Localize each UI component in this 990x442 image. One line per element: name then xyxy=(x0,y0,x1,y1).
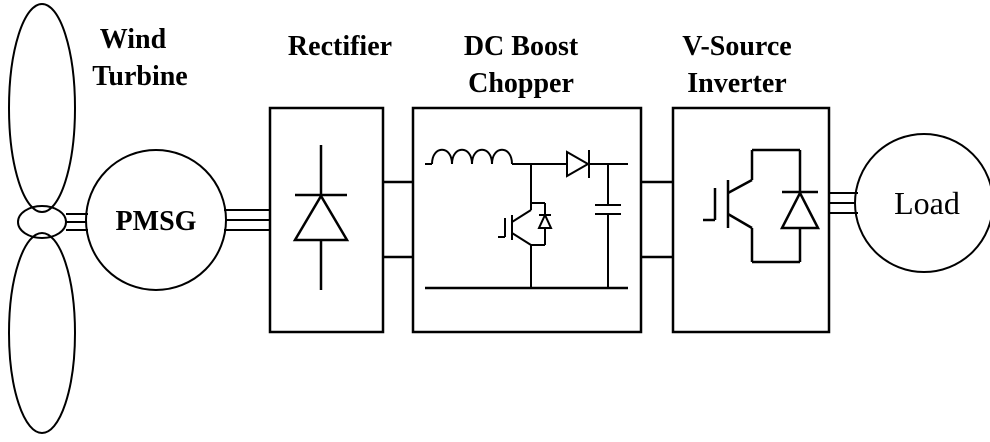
dc-boost-title-line1: DC Boost xyxy=(464,31,579,62)
vsi-title-line1: V-Source xyxy=(682,31,791,62)
inductor-symbol xyxy=(431,148,513,165)
upper-blade xyxy=(8,3,76,213)
inverter-switch-symbol xyxy=(703,148,821,264)
boost-diode-symbol xyxy=(566,150,591,178)
pmsg-label: PMSG xyxy=(116,206,197,237)
wind-turbine-blades xyxy=(8,3,76,434)
lower-blade xyxy=(8,232,76,434)
dc-boost-title-line2: Chopper xyxy=(468,68,574,99)
load-circle xyxy=(854,133,990,273)
wind-turbine-title-line1: Wind xyxy=(100,24,167,55)
vsi-title-line2: Inverter xyxy=(687,68,787,99)
pmsg-to-rectifier-lines xyxy=(224,209,270,231)
boost-circuit xyxy=(425,148,628,290)
inverter-to-load-lines xyxy=(829,192,858,214)
rectifier-to-boost-lines xyxy=(383,180,413,259)
turbine-shaft xyxy=(66,213,88,231)
rectifier-diode-symbol xyxy=(292,145,350,290)
rectifier-title: Rectifier xyxy=(288,31,392,62)
load-label: Load xyxy=(894,185,960,221)
wind-turbine-title-line2: Turbine xyxy=(92,61,187,92)
dc-boost-block xyxy=(411,106,643,334)
boost-to-inverter-lines xyxy=(641,180,673,259)
